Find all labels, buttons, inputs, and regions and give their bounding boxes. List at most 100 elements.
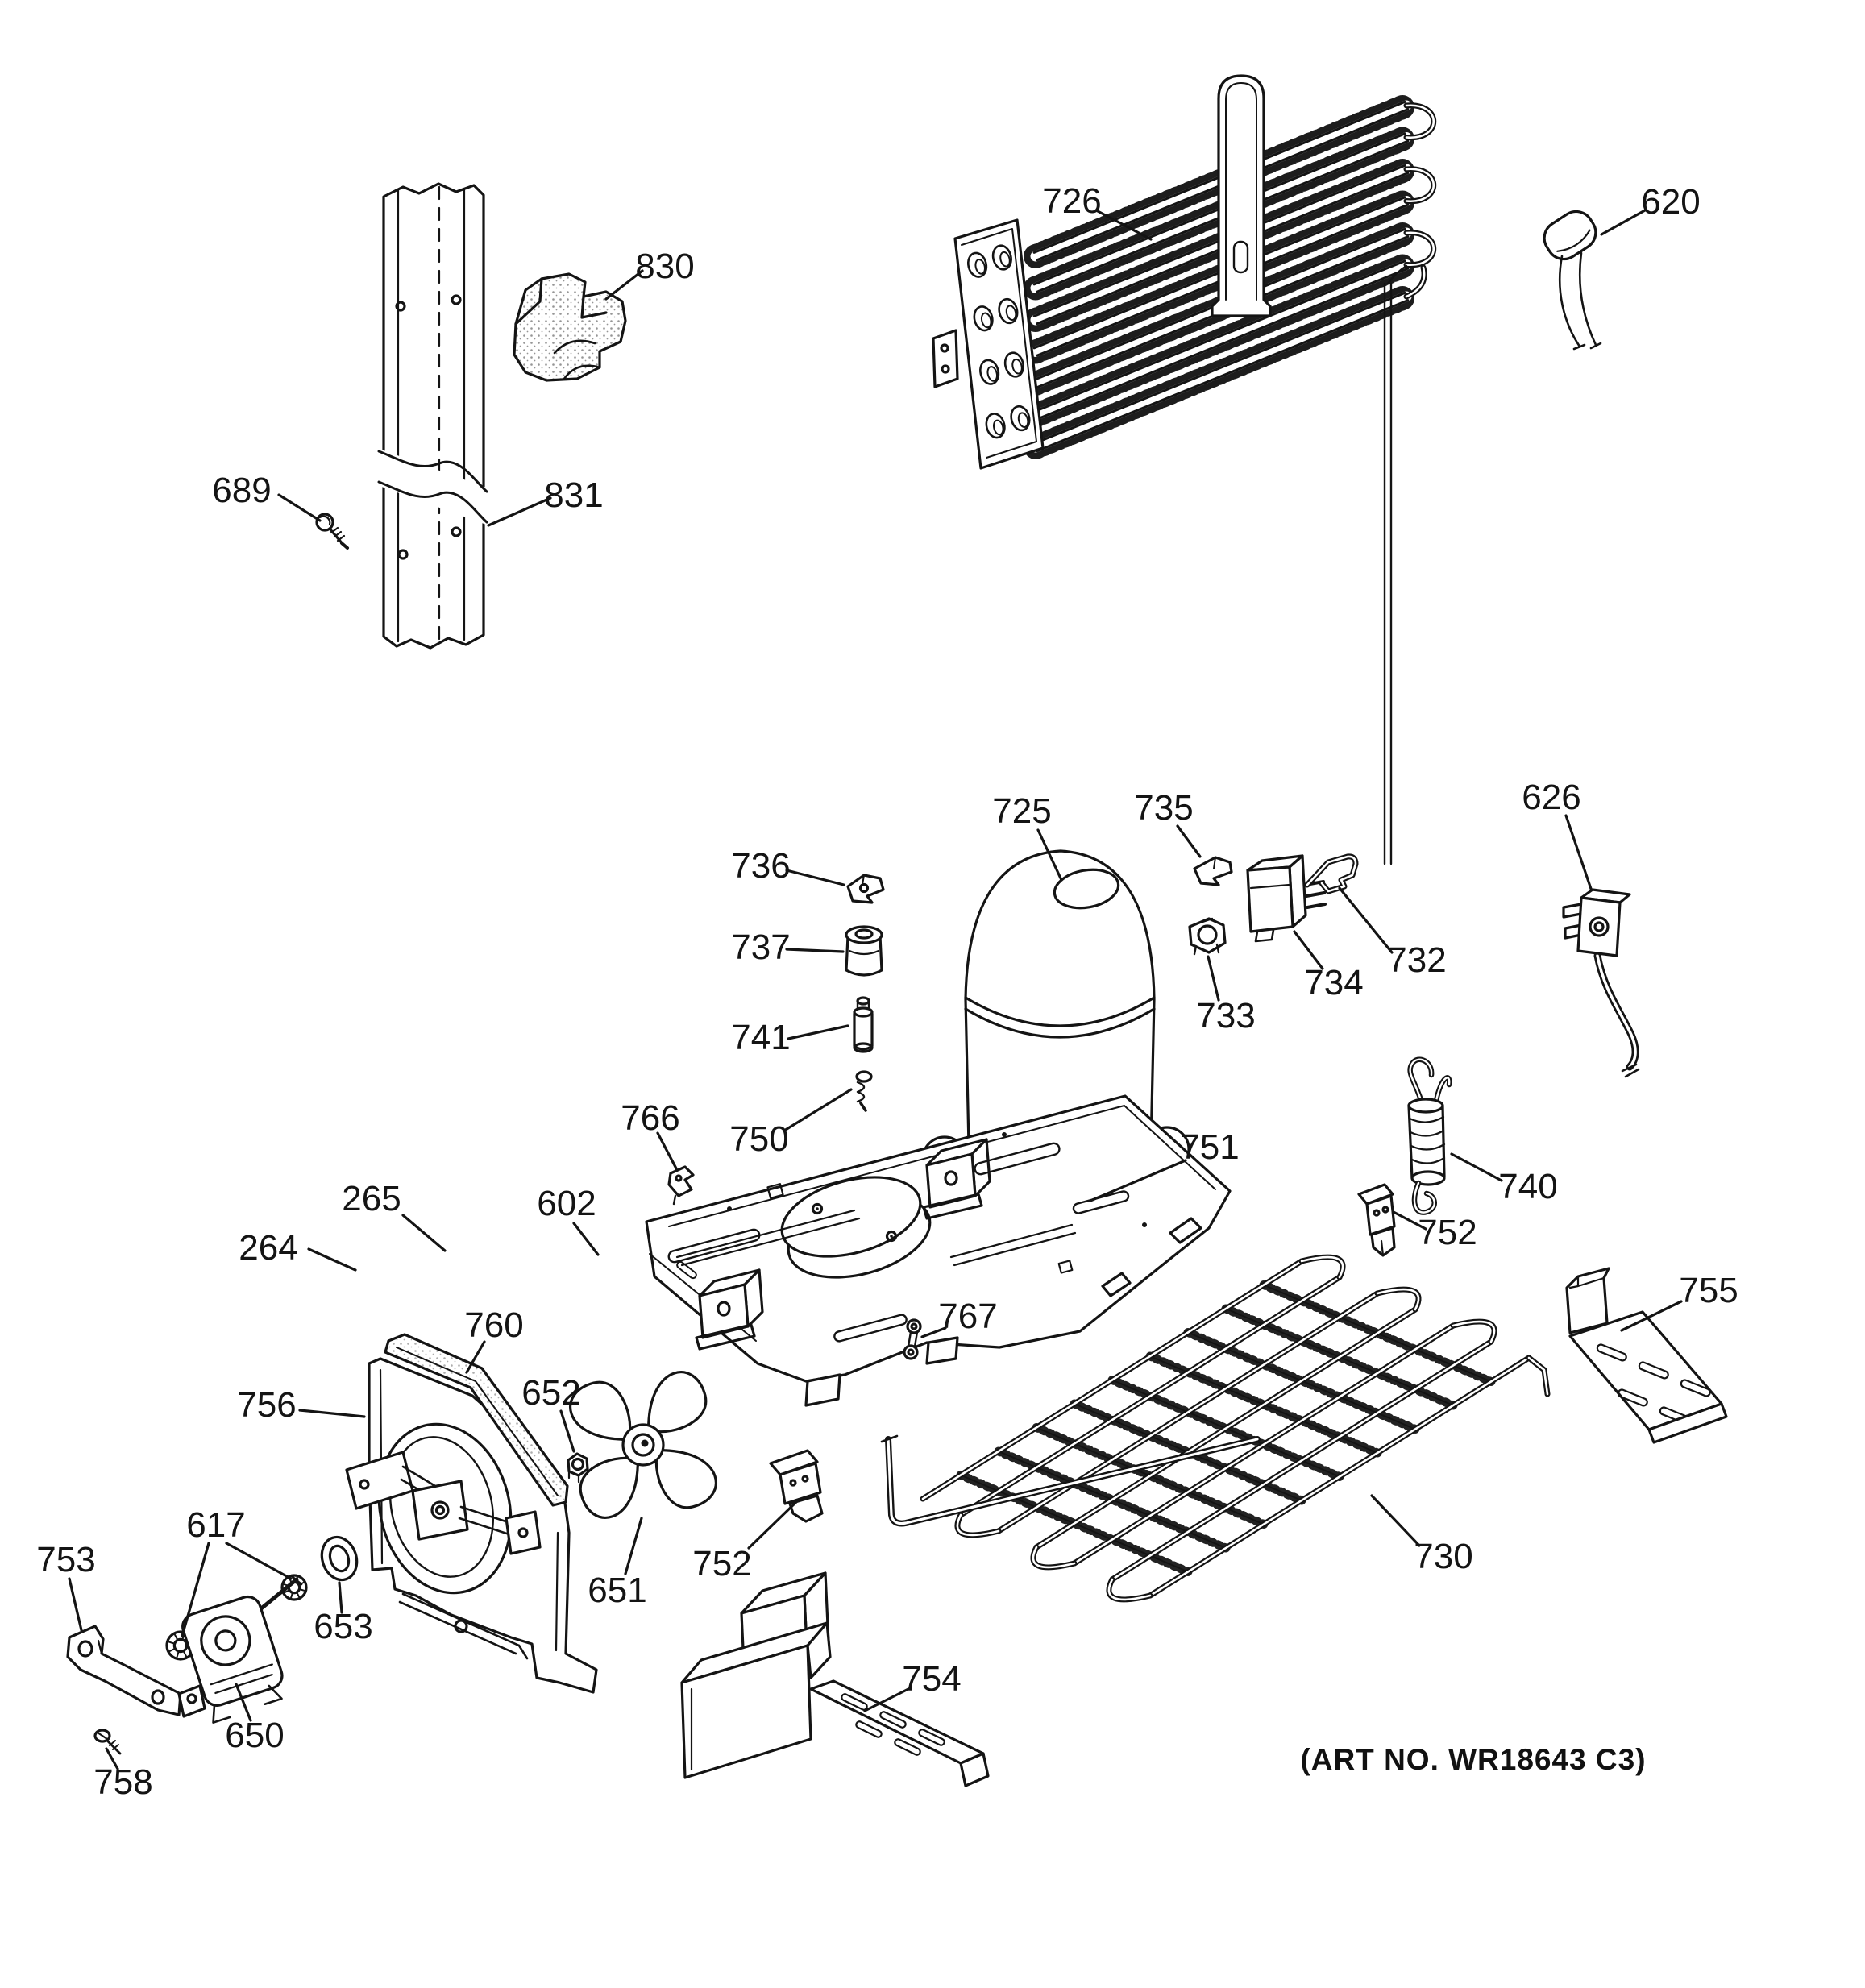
pan-bracket-tower: [695, 1138, 991, 1351]
part-label-753: 753: [36, 1540, 95, 1579]
part-label-737: 737: [731, 928, 790, 967]
foam-bracket-754: [680, 1571, 990, 1787]
motor-mount-bracket: [345, 1451, 542, 1555]
labels-layer: 830 831 689 726 620 725 735 626 736 737 741 750 733 7…: [36, 181, 1738, 1802]
leader-741: [787, 1024, 849, 1040]
fan-motor-650: [181, 1575, 303, 1724]
channel-support-831: [377, 182, 488, 650]
bracket-755: [1565, 1267, 1728, 1444]
leader-753: [68, 1577, 83, 1632]
part-label-620: 620: [1641, 182, 1700, 222]
leader-755: [1620, 1300, 1683, 1332]
part-label-751: 751: [1180, 1127, 1239, 1167]
leader-265: [401, 1214, 447, 1252]
leader-626: [1564, 814, 1593, 890]
leader-760: [465, 1340, 486, 1374]
relay-cover-734: [1246, 854, 1327, 943]
sensor-620: [1543, 210, 1602, 351]
screw-750: [855, 1070, 873, 1112]
part-label-767: 767: [938, 1297, 997, 1336]
leader-652: [559, 1409, 575, 1453]
grommet-737: [845, 925, 883, 977]
leader-733: [1207, 955, 1220, 1002]
part-label-264: 264: [239, 1228, 297, 1268]
part-label-735: 735: [1134, 788, 1193, 828]
fan-blade-651: [569, 1371, 717, 1519]
leader-754: [863, 1687, 912, 1712]
leader-620: [1600, 209, 1647, 236]
spring-740: [1407, 1056, 1452, 1215]
clip-736: [846, 874, 885, 904]
part-label-653: 653: [314, 1607, 372, 1646]
part-label-652: 652: [521, 1373, 580, 1413]
part-label-732: 732: [1387, 940, 1446, 980]
part-label-725: 725: [992, 791, 1051, 831]
stud-741: [853, 996, 874, 1053]
leader-767: [920, 1326, 947, 1338]
art-number: (ART NO. WR18643 C3): [1300, 1743, 1646, 1776]
overload-733: [1188, 917, 1227, 956]
bracket-753: [66, 1625, 206, 1718]
leader-689: [277, 493, 322, 522]
leader-726: [1096, 210, 1153, 241]
clip-752-center: [769, 1449, 824, 1523]
evaporator-bracket: [1211, 74, 1272, 317]
part-label-733: 733: [1196, 996, 1255, 1036]
part-label-755: 755: [1679, 1271, 1738, 1310]
part-label-831: 831: [544, 475, 603, 515]
leader-766: [656, 1131, 678, 1170]
leader-740: [1450, 1152, 1503, 1182]
pan-hump: [780, 1176, 932, 1279]
part-label-760: 760: [464, 1305, 523, 1345]
clip-766: [667, 1165, 695, 1206]
leader-650: [235, 1683, 252, 1722]
leader-732: [1338, 886, 1394, 954]
leader-651: [624, 1517, 643, 1575]
part-label-726: 726: [1042, 181, 1101, 221]
leader-264: [307, 1247, 357, 1272]
shroud-bar-760: [384, 1333, 569, 1507]
part-label-740: 740: [1498, 1167, 1557, 1206]
part-label-730: 730: [1414, 1537, 1472, 1576]
leader-756: [298, 1409, 366, 1418]
grommet-653: [320, 1535, 359, 1582]
leader-830: [604, 269, 644, 301]
part-label-766: 766: [621, 1098, 679, 1138]
part-label-736: 736: [731, 846, 790, 886]
leader-730: [1370, 1494, 1421, 1547]
part-label-626: 626: [1522, 778, 1580, 817]
leader-725: [1036, 828, 1063, 882]
leader-831: [487, 496, 552, 527]
part-label-741: 741: [731, 1018, 790, 1057]
part-label-752-center: 752: [692, 1544, 751, 1583]
part-label-830: 830: [635, 247, 694, 286]
fan-shroud-756: [345, 1357, 598, 1694]
part-label-650: 650: [225, 1716, 284, 1755]
screw-689: [315, 513, 349, 550]
part-label-758: 758: [93, 1762, 152, 1802]
nut-652: [567, 1452, 589, 1484]
part-label-754: 754: [902, 1659, 961, 1699]
part-label-602: 602: [537, 1184, 596, 1223]
part-label-750: 750: [729, 1119, 788, 1159]
leader-653: [338, 1581, 343, 1614]
leader-758: [105, 1747, 119, 1770]
leader-736: [785, 869, 845, 886]
clamp-830: [513, 272, 627, 382]
leader-750: [783, 1088, 853, 1132]
clip-752-right: [1357, 1183, 1396, 1257]
leader-752-right: [1392, 1210, 1427, 1231]
part-label-689: 689: [212, 471, 271, 510]
screw-758: [93, 1729, 122, 1755]
part-label-734: 734: [1304, 963, 1363, 1002]
part-label-265: 265: [342, 1179, 401, 1218]
leader-602: [572, 1222, 600, 1256]
leader-751: [1089, 1159, 1187, 1202]
evaporator-end-plate: [932, 218, 1045, 470]
part-label-756: 756: [237, 1385, 296, 1425]
leader-617: [181, 1542, 210, 1637]
stud-767: [903, 1318, 922, 1360]
wire-clip-732: [1304, 853, 1359, 894]
evaporator-726: [932, 74, 1437, 865]
